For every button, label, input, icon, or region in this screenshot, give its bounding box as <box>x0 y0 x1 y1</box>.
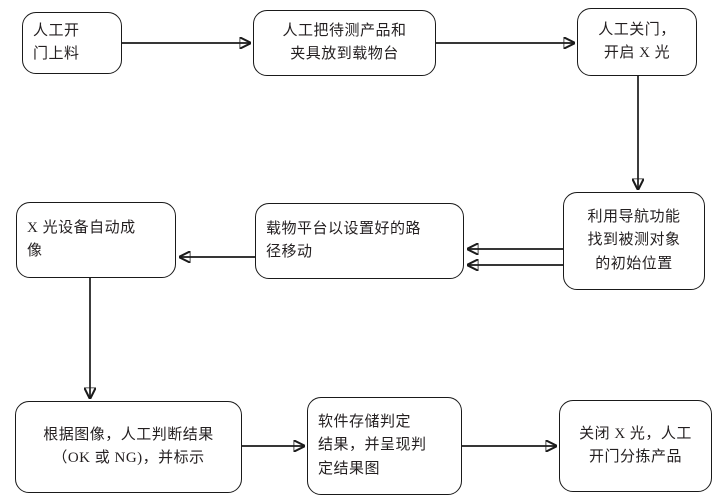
node-navigate-to-target-position[interactable]: 利用导航功能 找到被测对象 的初始位置 <box>563 192 705 290</box>
node-label: 载物平台以设置好的路 径移动 <box>266 220 422 260</box>
node-manual-open-door-load[interactable]: 人工开 门上料 <box>22 12 122 74</box>
node-place-product-on-stage[interactable]: 人工把待测产品和 夹具放到载物台 <box>253 10 436 76</box>
node-label: 关闭 X 光，人工 开门分拣产品 <box>579 425 692 465</box>
node-label: 人工关门， 开启 X 光 <box>598 21 676 61</box>
node-xray-auto-imaging[interactable]: X 光设备自动成 像 <box>16 202 176 278</box>
node-stage-moves-along-path[interactable]: 载物平台以设置好的路 径移动 <box>255 203 464 279</box>
node-label: 根据图像，人工判断结果 （OK 或 NG)，并标示 <box>43 426 214 466</box>
node-label: 人工把待测产品和 夹具放到载物台 <box>282 22 407 62</box>
node-label: 人工开 门上料 <box>33 22 80 62</box>
node-close-door-turn-on-xray[interactable]: 人工关门， 开启 X 光 <box>577 8 697 76</box>
node-label: 利用导航功能 找到被测对象 的初始位置 <box>587 209 681 272</box>
node-label: 软件存储判定 结果，并呈现判 定结果图 <box>318 414 427 477</box>
node-manual-judge-result[interactable]: 根据图像，人工判断结果 （OK 或 NG)，并标示 <box>15 401 242 493</box>
node-turn-off-xray-sort-product[interactable]: 关闭 X 光，人工 开门分拣产品 <box>559 400 712 492</box>
node-software-stores-result[interactable]: 软件存储判定 结果，并呈现判 定结果图 <box>307 397 462 495</box>
node-label: X 光设备自动成 像 <box>27 219 136 259</box>
